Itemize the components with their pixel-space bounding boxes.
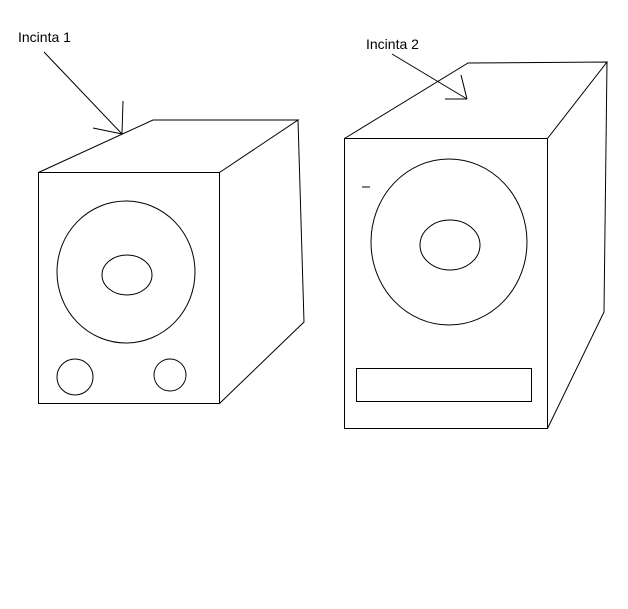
speaker-2-woofer-cone bbox=[370, 158, 528, 326]
speaker-1-side-face bbox=[219, 119, 305, 404]
speaker-2 bbox=[344, 61, 609, 429]
speaker-1-woofer-dustcap bbox=[101, 254, 153, 296]
speaker-1-woofer-cone bbox=[56, 200, 196, 344]
speaker-2-woofer-dustcap bbox=[419, 219, 481, 271]
speaker-1 bbox=[38, 119, 305, 404]
speaker-1-pointer-arrow bbox=[43, 51, 124, 135]
speaker-1-front-face bbox=[38, 172, 220, 404]
speaker-1-left-port bbox=[56, 358, 94, 396]
speaker-1-right-port bbox=[153, 358, 187, 392]
speaker-2-pointer-arrow bbox=[391, 53, 468, 100]
speaker-1-label: Incinta 1 bbox=[18, 29, 71, 45]
speaker-1-top-face bbox=[38, 119, 300, 173]
speaker-2-label: Incinta 2 bbox=[366, 36, 419, 52]
speaker-2-side-face bbox=[547, 61, 608, 429]
speaker-2-top-face bbox=[344, 61, 609, 139]
speaker-2-front-face bbox=[344, 138, 548, 429]
speaker-2-slot-port bbox=[356, 368, 532, 402]
